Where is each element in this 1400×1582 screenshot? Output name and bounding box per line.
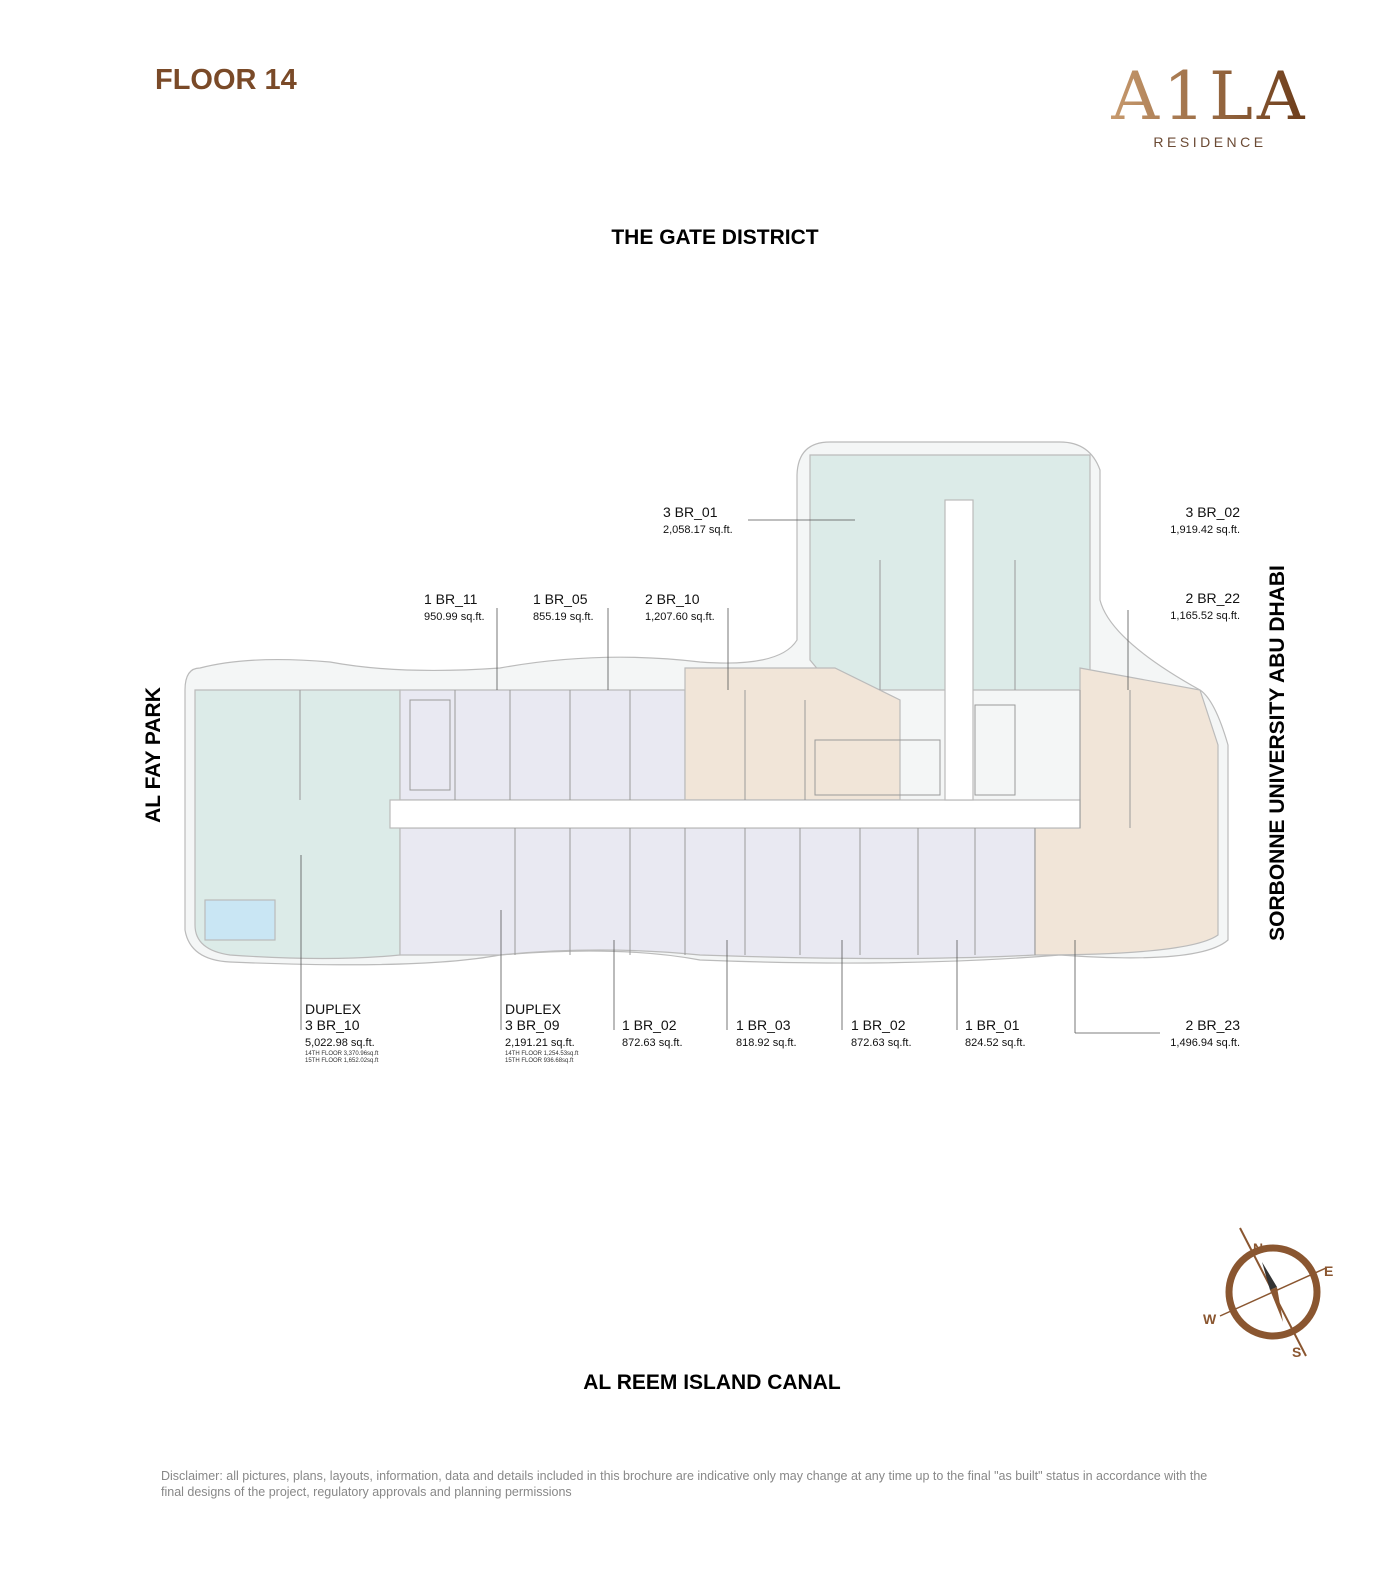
unit-floor-area: 14TH FLOOR 3,370.96sq.ft bbox=[305, 1051, 379, 1057]
unit-area: 2,191.21 sq.ft. bbox=[505, 1037, 575, 1049]
unit-label-1br05: 1 BR_05 855.19 sq.ft. bbox=[533, 591, 594, 625]
logo-mark: A1LA bbox=[1111, 58, 1309, 135]
unit-area: 5,022.98 sq.ft. bbox=[305, 1037, 375, 1049]
unit-area: 2,058.17 sq.ft. bbox=[663, 524, 733, 536]
unit-name: 2 BR_22 bbox=[1185, 590, 1240, 606]
unit-name: 2 BR_23 bbox=[1185, 1017, 1240, 1033]
unit-label-1br03: 1 BR_03 818.92 sq.ft. bbox=[736, 1017, 797, 1051]
compass-w: W bbox=[1203, 1311, 1217, 1327]
unit-label-1br02b: 1 BR_02 872.63 sq.ft. bbox=[851, 1017, 912, 1051]
zone-west-mid bbox=[399, 689, 686, 801]
disclaimer: Disclaimer: all pictures, plans, layouts… bbox=[161, 1469, 1208, 1499]
unit-floor-area: 14TH FLOOR 1,254.53sq.ft bbox=[505, 1051, 579, 1057]
unit-name: 3 BR_02 bbox=[1185, 504, 1240, 520]
unit-label-3br01: 3 BR_01 2,058.17 sq.ft. bbox=[663, 504, 733, 538]
partition-walls bbox=[299, 560, 1131, 955]
floor-title: FLOOR 14 bbox=[155, 64, 297, 96]
pool bbox=[204, 899, 276, 941]
unit-name: 2 BR_10 bbox=[645, 591, 700, 607]
unit-label-3br02: 3 BR_02 1,919.42 sq.ft. bbox=[1140, 504, 1240, 538]
unit-area: 872.63 sq.ft. bbox=[622, 1037, 683, 1049]
corridor bbox=[389, 799, 1081, 829]
unit-name: 1 BR_01 bbox=[965, 1017, 1020, 1033]
unit-label-2br10: 2 BR_10 1,207.60 sq.ft. bbox=[645, 591, 715, 625]
unit-area: 824.52 sq.ft. bbox=[965, 1037, 1026, 1049]
unit-floor-area: 15TH FLOOR 1,652.02sq.ft bbox=[305, 1058, 379, 1064]
unit-name: 1 BR_02 bbox=[851, 1017, 906, 1033]
zone-west-duplex bbox=[194, 689, 401, 960]
unit-label-1br02a: 1 BR_02 872.63 sq.ft. bbox=[622, 1017, 683, 1051]
unit-name: 3 BR_09 bbox=[505, 1017, 560, 1033]
direction-north-label: THE GATE DISTRICT bbox=[611, 226, 819, 249]
unit-area: 855.19 sq.ft. bbox=[533, 611, 594, 623]
unit-area: 872.63 sq.ft. bbox=[851, 1037, 912, 1049]
direction-south-label: AL REEM ISLAND CANAL bbox=[583, 1371, 841, 1394]
zone-2br10 bbox=[684, 667, 901, 801]
leader-lines bbox=[300, 519, 1160, 1034]
unit-label-2br22: 2 BR_22 1,165.52 sq.ft. bbox=[1140, 590, 1240, 624]
unit-label-2br23: 2 BR_23 1,496.94 sq.ft. bbox=[1140, 1017, 1240, 1051]
logo-subtitle: RESIDENCE bbox=[1153, 134, 1267, 150]
unit-name: 3 BR_10 bbox=[305, 1017, 360, 1033]
unit-area: 950.99 sq.ft. bbox=[424, 611, 485, 623]
unit-area: 1,165.52 sq.ft. bbox=[1170, 610, 1240, 622]
unit-name: 1 BR_11 bbox=[424, 591, 478, 607]
unit-name: 1 BR_03 bbox=[736, 1017, 791, 1033]
zone-south-mid bbox=[399, 827, 1036, 960]
core-corridor bbox=[944, 499, 974, 801]
unit-type: DUPLEX bbox=[305, 1001, 362, 1017]
unit-name: 1 BR_05 bbox=[533, 591, 588, 607]
unit-label-1br01: 1 BR_01 824.52 sq.ft. bbox=[965, 1017, 1026, 1051]
unit-name: 1 BR_02 bbox=[622, 1017, 677, 1033]
unit-area: 1,919.42 sq.ft. bbox=[1170, 524, 1240, 536]
unit-area: 1,496.94 sq.ft. bbox=[1170, 1037, 1240, 1049]
compass-s: S bbox=[1292, 1344, 1301, 1360]
unit-type: DUPLEX bbox=[505, 1001, 562, 1017]
compass-n: N bbox=[1253, 1240, 1263, 1256]
unit-label-1br11: 1 BR_11 950.99 sq.ft. bbox=[424, 591, 485, 625]
unit-name: 3 BR_01 bbox=[663, 504, 718, 520]
unit-floor-area: 15TH FLOOR 936.68sq.ft bbox=[505, 1058, 574, 1064]
brand-logo: A1LA RESIDENCE bbox=[1110, 58, 1310, 151]
compass-icon: N E S W bbox=[1203, 1227, 1333, 1360]
unit-area: 818.92 sq.ft. bbox=[736, 1037, 797, 1049]
compass-e: E bbox=[1324, 1263, 1333, 1279]
unit-area: 1,207.60 sq.ft. bbox=[645, 611, 715, 623]
